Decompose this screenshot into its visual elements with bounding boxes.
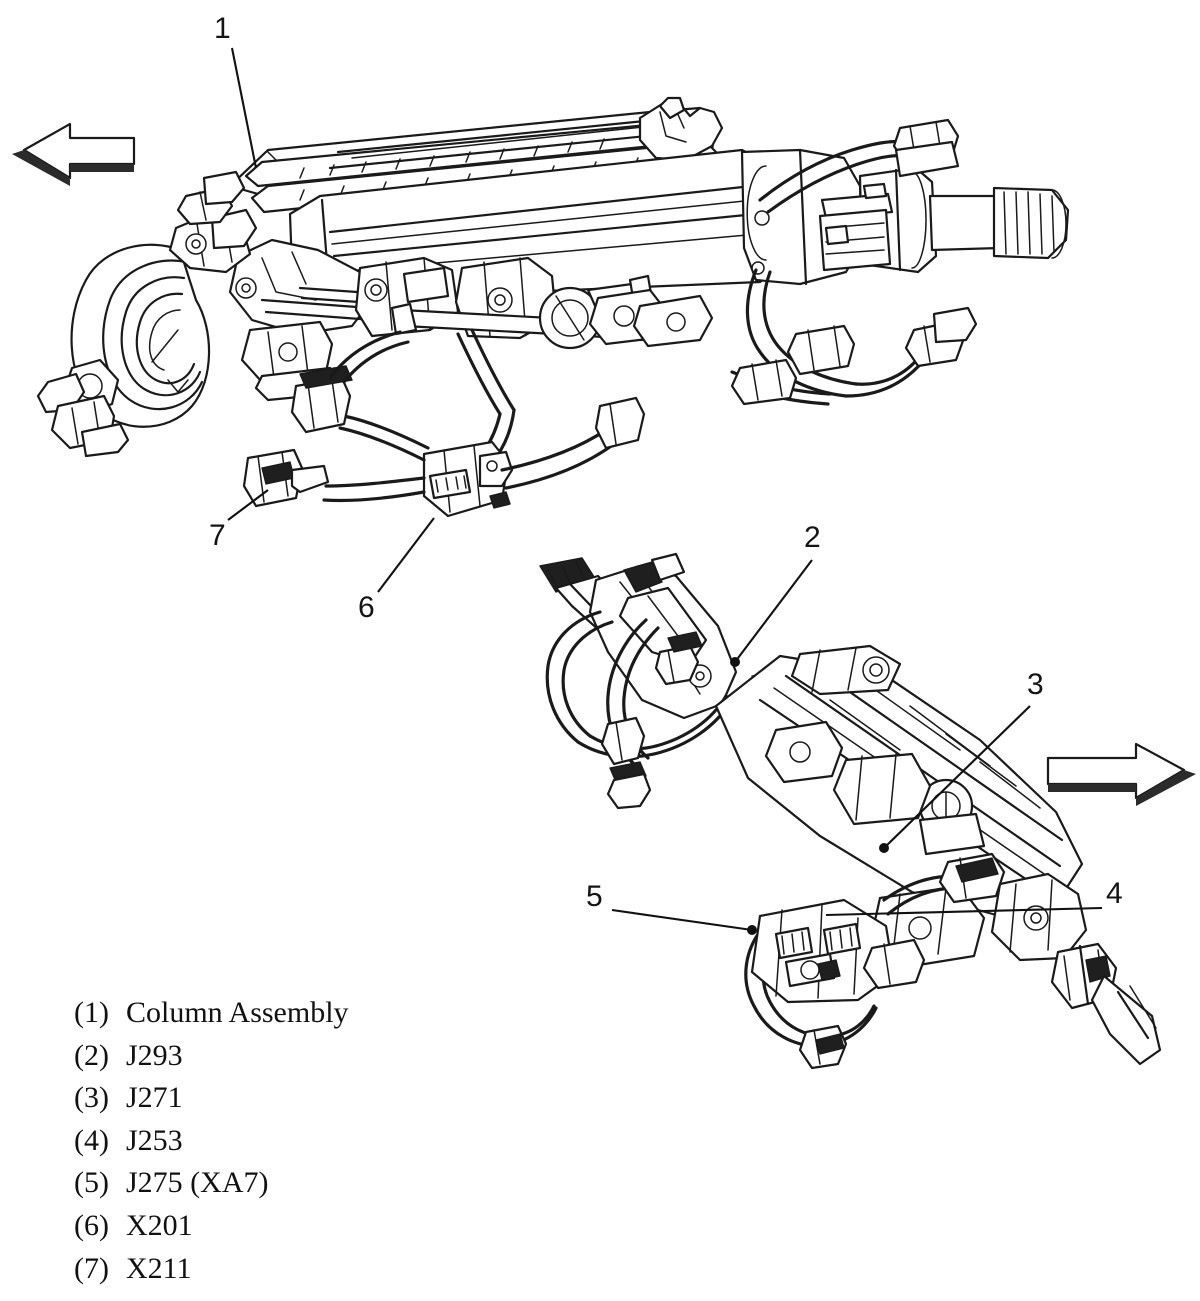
legend-item: (2) J293 <box>74 1035 594 1078</box>
callout-number-2: 2 <box>804 521 821 554</box>
legend-label: J293 <box>126 1038 183 1072</box>
legend-item: (6) X201 <box>74 1205 594 1248</box>
legend-item: (3) J271 <box>74 1077 594 1120</box>
callout-number-5: 5 <box>586 880 603 913</box>
legend-number: (6) <box>74 1208 109 1242</box>
callout-leaders-lower <box>611 559 1103 935</box>
parts-legend: (1) Column Assembly (2) J293 (3) J271 (4) J2… <box>74 992 594 1290</box>
upper-wire-harness <box>730 118 978 406</box>
callout-number-4: 4 <box>1106 877 1123 910</box>
callout-1-leader <box>230 47 258 169</box>
column-support-arms <box>228 238 714 402</box>
callout-number-3: 3 <box>1027 668 1044 701</box>
j275-connector-cluster <box>744 852 1006 1070</box>
legend-item: (7) X211 <box>74 1248 594 1291</box>
left-arrow <box>12 122 136 186</box>
legend-number: (4) <box>74 1123 109 1157</box>
legend-label: X201 <box>126 1208 193 1242</box>
legend-number: (3) <box>74 1081 109 1115</box>
callout-leaders-upper <box>227 489 435 593</box>
lower-column-assembly <box>539 552 1162 1070</box>
legend-label: X211 <box>126 1251 192 1285</box>
legend-item: (5) J275 (XA7) <box>74 1162 594 1205</box>
legend-label: J253 <box>126 1123 183 1157</box>
legend-item: (1) Column Assembly <box>74 992 594 1035</box>
lower-wire-harness <box>242 328 646 518</box>
callout-number-7: 7 <box>209 519 226 552</box>
legend-label: J275 (XA7) <box>126 1166 269 1200</box>
callout-number-6: 6 <box>358 591 375 624</box>
lower-column-body <box>714 644 1162 1066</box>
clockspring-coil <box>36 170 258 458</box>
upper-column-assembly <box>36 47 1070 518</box>
legend-number: (7) <box>74 1251 109 1285</box>
legend-item: (4) J253 <box>74 1120 594 1163</box>
legend-number: (2) <box>74 1038 109 1072</box>
intermediate-shaft-splined-end <box>818 166 1070 274</box>
legend-number: (5) <box>74 1166 109 1200</box>
right-arrow <box>1046 742 1196 806</box>
callout-number-1: 1 <box>214 12 231 45</box>
legend-number: (1) <box>74 996 109 1029</box>
legend-label: J271 <box>126 1081 183 1115</box>
legend-label: Column Assembly <box>126 996 349 1029</box>
column-switch-housing <box>588 552 738 720</box>
